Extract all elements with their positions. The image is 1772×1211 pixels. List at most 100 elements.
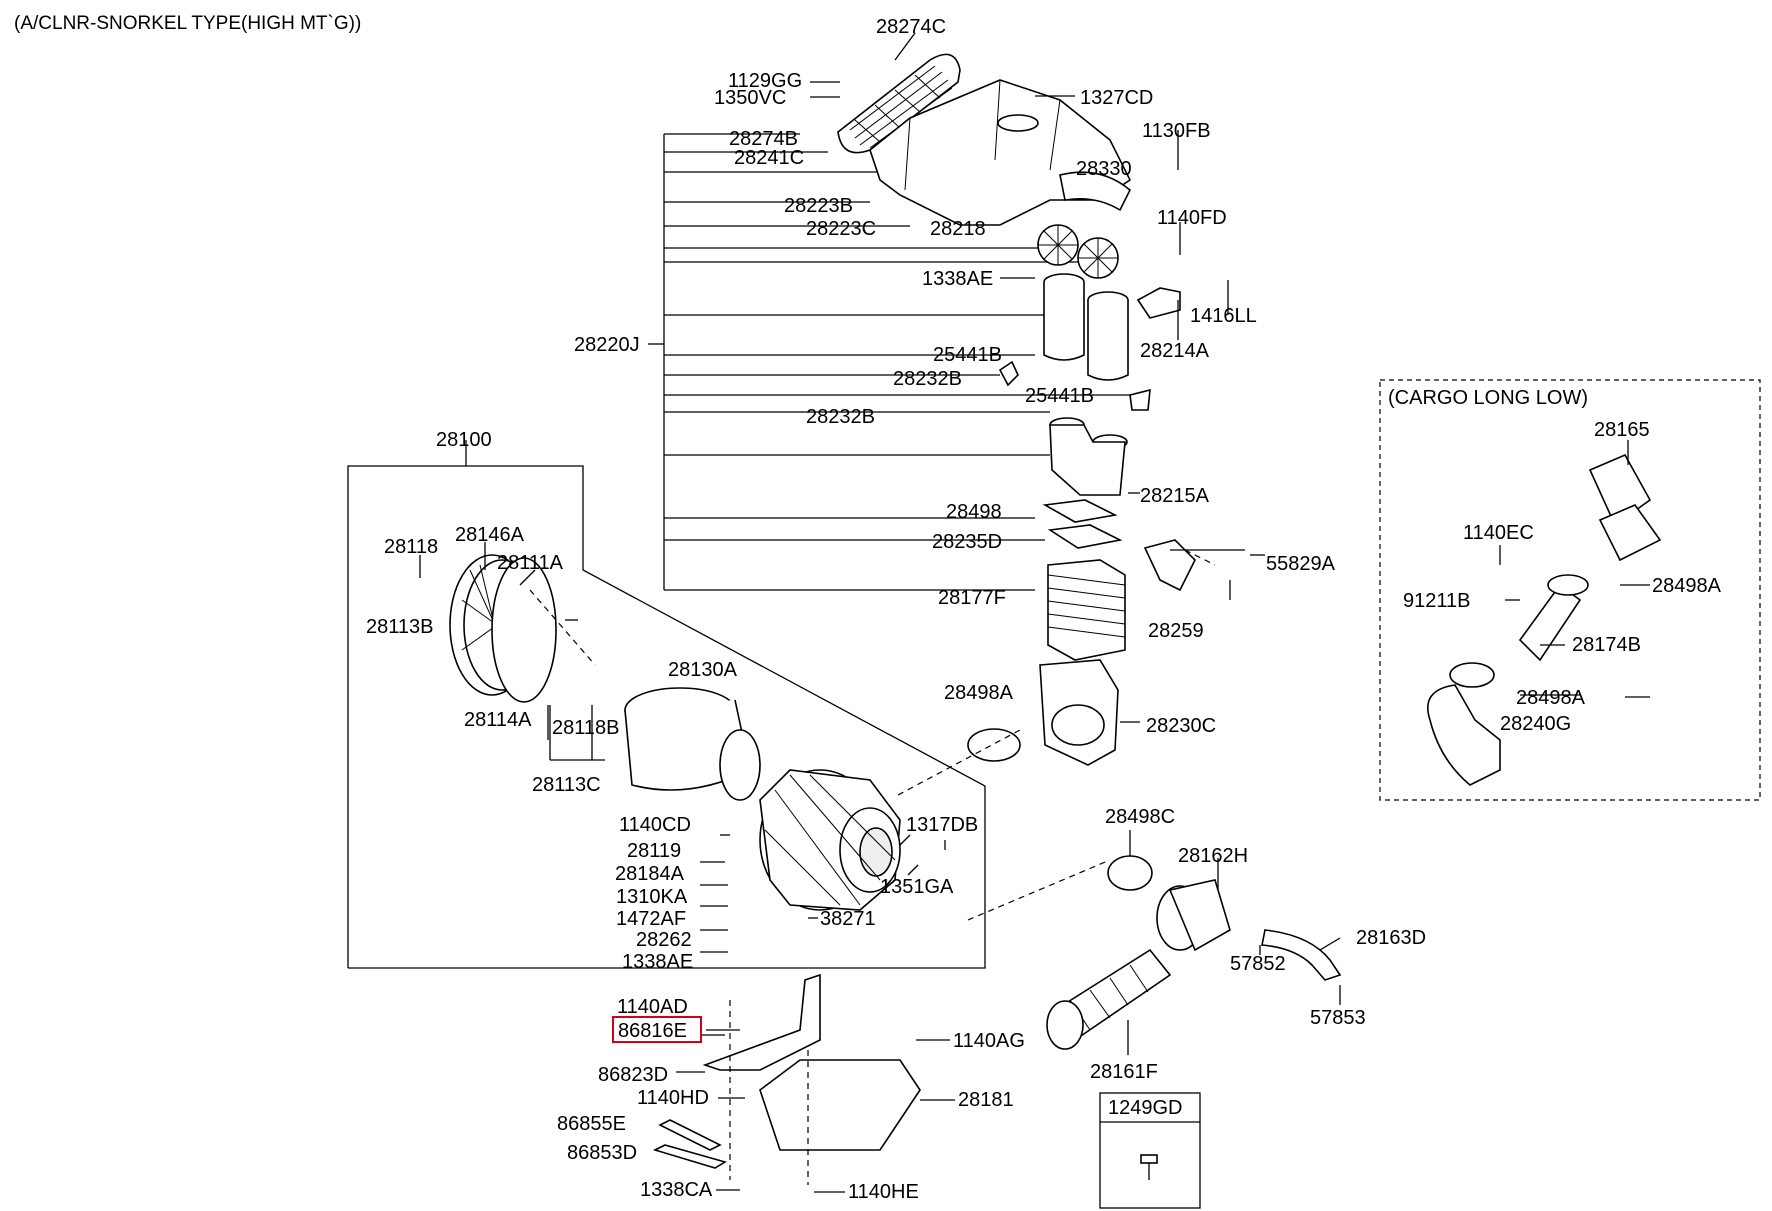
- highlight-box-86816E: [612, 1016, 702, 1043]
- elbow-28162H: [1156, 879, 1231, 952]
- label-28181: 28181: [958, 1089, 1014, 1111]
- label-28230C: 28230C: [1146, 715, 1216, 737]
- label-1351GA: 1351GA: [880, 876, 954, 898]
- seal-ring-28111A: [491, 557, 557, 703]
- label-28100: 28100: [436, 429, 492, 451]
- label-86823D: 86823D: [598, 1064, 668, 1086]
- clip-28232B-upper: [998, 360, 1019, 387]
- filter-element-28130A: [624, 687, 761, 801]
- label-28240G: 28240G: [1500, 713, 1571, 735]
- label-28498A-mid: 28498A: [944, 682, 1014, 704]
- adapter-28230C: [1039, 659, 1119, 766]
- part-labels: 28274C 1129GG 1350VC 1327CD 1130FB 28274…: [366, 16, 1722, 1203]
- leader-lines: [419, 32, 1650, 1193]
- snorkel-cap-grille: [837, 53, 961, 154]
- intake-tube-right: [1087, 291, 1129, 381]
- label-55829A: 55829A: [1266, 553, 1336, 575]
- legend-box-1249GD: [1099, 1092, 1201, 1209]
- label-1338CA: 1338CA: [640, 1179, 713, 1201]
- label-28232B-b: 28232B: [806, 406, 875, 428]
- label-28232B-a: 28232B: [893, 368, 962, 390]
- label-86855E: 86855E: [557, 1113, 626, 1135]
- label-28113C: 28113C: [532, 774, 601, 796]
- inset-cargo-long-low: [1379, 379, 1761, 801]
- label-28114A: 28114A: [464, 709, 532, 731]
- label-28259: 28259: [1148, 620, 1204, 642]
- label-1140AG: 1140AG: [953, 1030, 1025, 1052]
- label-28118: 28118: [384, 536, 438, 558]
- label-1310KA: 1310KA: [616, 886, 688, 908]
- label-38271: 38271: [820, 908, 876, 930]
- strip-86855E: [658, 1119, 722, 1151]
- label-86853D: 86853D: [567, 1142, 637, 1164]
- label-28498C: 28498C: [1105, 806, 1175, 828]
- plate-28181: [759, 1059, 921, 1151]
- intake-tube-left: [1043, 273, 1085, 361]
- inset-title: (CARGO LONG LOW): [1388, 387, 1588, 409]
- label-1338AE-bot: 1338AE: [622, 951, 693, 973]
- label-1140HE: 1140HE: [848, 1181, 919, 1203]
- label-28162H: 28162H: [1178, 845, 1248, 867]
- hose-28163D: [1261, 929, 1342, 981]
- bellows-28161F: [1046, 948, 1172, 1050]
- bracket-28259: [1143, 539, 1196, 592]
- swirl-vane-1: [1037, 224, 1079, 266]
- ring-28498A-mid: [967, 728, 1021, 762]
- label-28174B: 28174B: [1572, 634, 1641, 656]
- label-1130FB: 1130FB: [1142, 120, 1211, 142]
- label-28235D: 28235D: [932, 531, 1002, 553]
- label-28498A-r1: 28498A: [1652, 575, 1722, 597]
- bracket-86823D: [702, 973, 821, 1071]
- label-28220J: 28220J: [574, 334, 640, 356]
- label-86816E: 86816E: [618, 1020, 687, 1042]
- label-28184A: 28184A: [615, 863, 685, 885]
- label-28119: 28119: [627, 840, 681, 862]
- legend-box-label: 1249GD: [1108, 1097, 1183, 1119]
- snorkel-head-body: [869, 79, 1132, 226]
- label-28274C: 28274C: [876, 16, 946, 38]
- label-1140FD: 1140FD: [1157, 207, 1227, 229]
- gasket-28235D: [1047, 524, 1123, 549]
- label-1472AF: 1472AF: [616, 908, 686, 930]
- label-1140AD: 1140AD: [617, 996, 688, 1018]
- label-91211B: 91211B: [1403, 590, 1470, 612]
- bellows-28177F: [1047, 559, 1126, 661]
- label-1140EC: 1140EC: [1463, 522, 1534, 544]
- label-28163D: 28163D: [1356, 927, 1426, 949]
- label-1129GG: 1129GG: [728, 70, 802, 92]
- diagram-title: (A/CLNR-SNORKEL TYPE(HIGH MT`G)): [14, 13, 361, 34]
- label-25441B-a: 25441B: [933, 344, 1002, 366]
- label-1317DB: 1317DB: [906, 814, 978, 836]
- label-28177F: 28177F: [938, 587, 1006, 609]
- label-28118B: 28118B: [552, 717, 619, 739]
- gasket-28498: [1042, 499, 1118, 523]
- label-28262: 28262: [636, 929, 692, 951]
- clip-28232B-lower: [1129, 388, 1151, 411]
- inset-hose-assembly: [1427, 453, 1662, 786]
- air-cleaner-housing: [759, 769, 901, 911]
- label-28498: 28498: [946, 501, 1002, 523]
- label-1140HD: 1140HD: [637, 1087, 709, 1109]
- label-1416LL: 1416LL: [1190, 305, 1257, 327]
- label-57852: 57852: [1230, 953, 1286, 975]
- y-junction-28215A: [1049, 417, 1128, 496]
- swirl-vane-2: [1077, 237, 1119, 279]
- label-28330: 28330: [1076, 158, 1132, 180]
- label-1140CD: 1140CD: [619, 814, 691, 836]
- label-28215A: 28215A: [1140, 485, 1210, 507]
- label-28130A: 28130A: [668, 659, 738, 681]
- label-1338AE-top: 1338AE: [922, 268, 993, 290]
- label-28218: 28218: [930, 218, 986, 240]
- snorkel-bracket-28220J: [648, 133, 1140, 591]
- label-28274B: 28274B: [729, 128, 798, 150]
- label-28223B: 28223B: [784, 195, 853, 217]
- label-28498A-r2: 28498A: [1516, 687, 1586, 709]
- label-28113B: 28113B: [366, 616, 433, 638]
- label-28214A: 28214A: [1140, 340, 1210, 362]
- label-1350VC: 1350VC: [714, 87, 786, 109]
- label-28165: 28165: [1594, 419, 1650, 441]
- label-28146A: 28146A: [455, 524, 525, 546]
- bracket-28214A: [1136, 287, 1181, 319]
- label-28161F: 28161F: [1090, 1061, 1158, 1083]
- assembly-28100-outline: [347, 440, 986, 969]
